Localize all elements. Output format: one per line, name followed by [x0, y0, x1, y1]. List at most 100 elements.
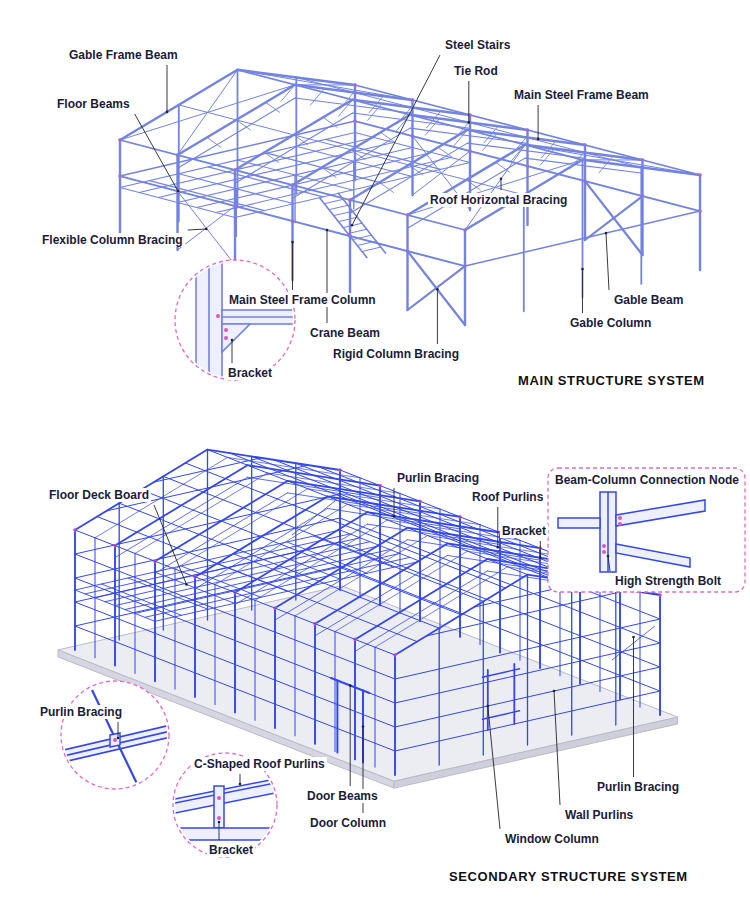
- frame-column: [699, 175, 701, 270]
- purlin-bracing: [308, 489, 441, 509]
- leader-end: [349, 684, 352, 687]
- frame-column: [194, 577, 196, 697]
- gable-column: [207, 450, 208, 620]
- part-label: Steel Stairs: [443, 38, 512, 52]
- leader-end: [468, 121, 471, 124]
- wall-column: [75, 530, 76, 650]
- leader-end: [436, 288, 439, 291]
- leader-line: [437, 289, 438, 344]
- purlin-lip: [170, 782, 280, 804]
- part-label: Rigid Column Bracing: [331, 347, 461, 361]
- bolt: [602, 544, 606, 548]
- purlin-bracing: [215, 504, 348, 584]
- bracket-plate: [214, 786, 224, 828]
- part-label: Bracket: [226, 366, 274, 380]
- frame-column: [406, 215, 408, 310]
- part-label: Bracket: [207, 843, 255, 857]
- stair-step: [324, 199, 343, 203]
- door-column: [336, 681, 338, 753]
- part-label: Main Steel Frame Column: [227, 293, 378, 307]
- part-label: Roof Horizontal Bracing: [428, 193, 569, 207]
- c-purlin: [170, 778, 280, 814]
- bolt: [216, 314, 220, 318]
- roof-purlin: [252, 456, 572, 581]
- leader-end: [607, 555, 610, 558]
- frame-web: [323, 117, 337, 127]
- frame-column: [234, 170, 236, 265]
- part-label: Gable Beam: [612, 293, 685, 307]
- rafter: [172, 828, 278, 840]
- leader-end: [231, 339, 234, 342]
- purlin-bracing: [228, 457, 361, 477]
- leader-line: [394, 488, 395, 516]
- frame-web: [207, 137, 221, 147]
- wall-column: [115, 546, 116, 666]
- leader-end: [185, 583, 188, 586]
- part-label: Wall Purlins: [563, 808, 635, 822]
- bolt: [618, 522, 622, 526]
- leader-line: [582, 269, 583, 313]
- bolt: [217, 816, 221, 820]
- wall-column: [360, 478, 361, 598]
- leader-line: [135, 114, 178, 191]
- tie-rod: [179, 105, 524, 195]
- leader-line: [167, 65, 168, 112]
- wall-column: [660, 595, 661, 715]
- flexible-bracing: [178, 191, 236, 265]
- leader-line: [327, 230, 328, 323]
- part-label: Purlin Bracing: [595, 780, 681, 794]
- leader-line: [232, 340, 233, 363]
- c-purlin-detail: [170, 778, 280, 840]
- wall-column: [195, 577, 196, 697]
- frame-web: [266, 102, 280, 112]
- part-label: Purlin Bracing: [38, 705, 124, 719]
- leader-end: [326, 229, 329, 232]
- part-label: Roof Purlins: [470, 490, 545, 504]
- detail-box: [548, 468, 745, 592]
- beam: [616, 500, 705, 526]
- frame-web: [264, 152, 278, 162]
- leader-line: [501, 179, 502, 190]
- frame-column: [314, 624, 316, 744]
- wall-column: [175, 569, 176, 689]
- roof-bracing: [525, 145, 700, 175]
- part-label: Purlin Bracing: [395, 471, 481, 485]
- part-label: Door Beams: [305, 789, 380, 803]
- purlin-bracing: [348, 504, 481, 524]
- leader-end: [117, 737, 120, 740]
- wall-column: [400, 493, 401, 613]
- roof-bracing: [178, 70, 238, 155]
- roof-purlin: [185, 463, 505, 588]
- section-title: SECONDARY STRUCTURE SYSTEM: [447, 870, 690, 884]
- leader-line: [154, 505, 187, 585]
- leader-end: [605, 232, 608, 235]
- wall-column: [275, 608, 276, 728]
- part-label: Floor Beams: [55, 97, 132, 111]
- leader-line: [633, 637, 634, 777]
- eave-beam: [120, 140, 465, 230]
- wall-column: [215, 585, 216, 705]
- stair-step: [329, 205, 348, 209]
- gable-column: [483, 601, 484, 755]
- beam: [558, 518, 600, 528]
- part-label: Bracket: [500, 524, 548, 538]
- leader-end: [291, 241, 294, 244]
- leader-end: [497, 546, 500, 549]
- leader-end: [553, 690, 556, 693]
- crane-beam: [355, 121, 700, 211]
- bolt: [224, 336, 228, 340]
- gable-column: [571, 581, 572, 735]
- roof-bracing: [238, 70, 413, 100]
- stair-step: [362, 247, 381, 251]
- roof-purlin: [230, 453, 550, 578]
- part-label: Gable Column: [568, 316, 653, 330]
- gable-beam: [465, 211, 700, 266]
- flexible-bracing: [178, 206, 236, 250]
- leader-line: [540, 541, 541, 558]
- column-flange: [196, 255, 222, 395]
- part-label: Main Steel Frame Beam: [512, 88, 651, 102]
- crane-beam: [222, 310, 314, 324]
- wall-column: [315, 624, 316, 744]
